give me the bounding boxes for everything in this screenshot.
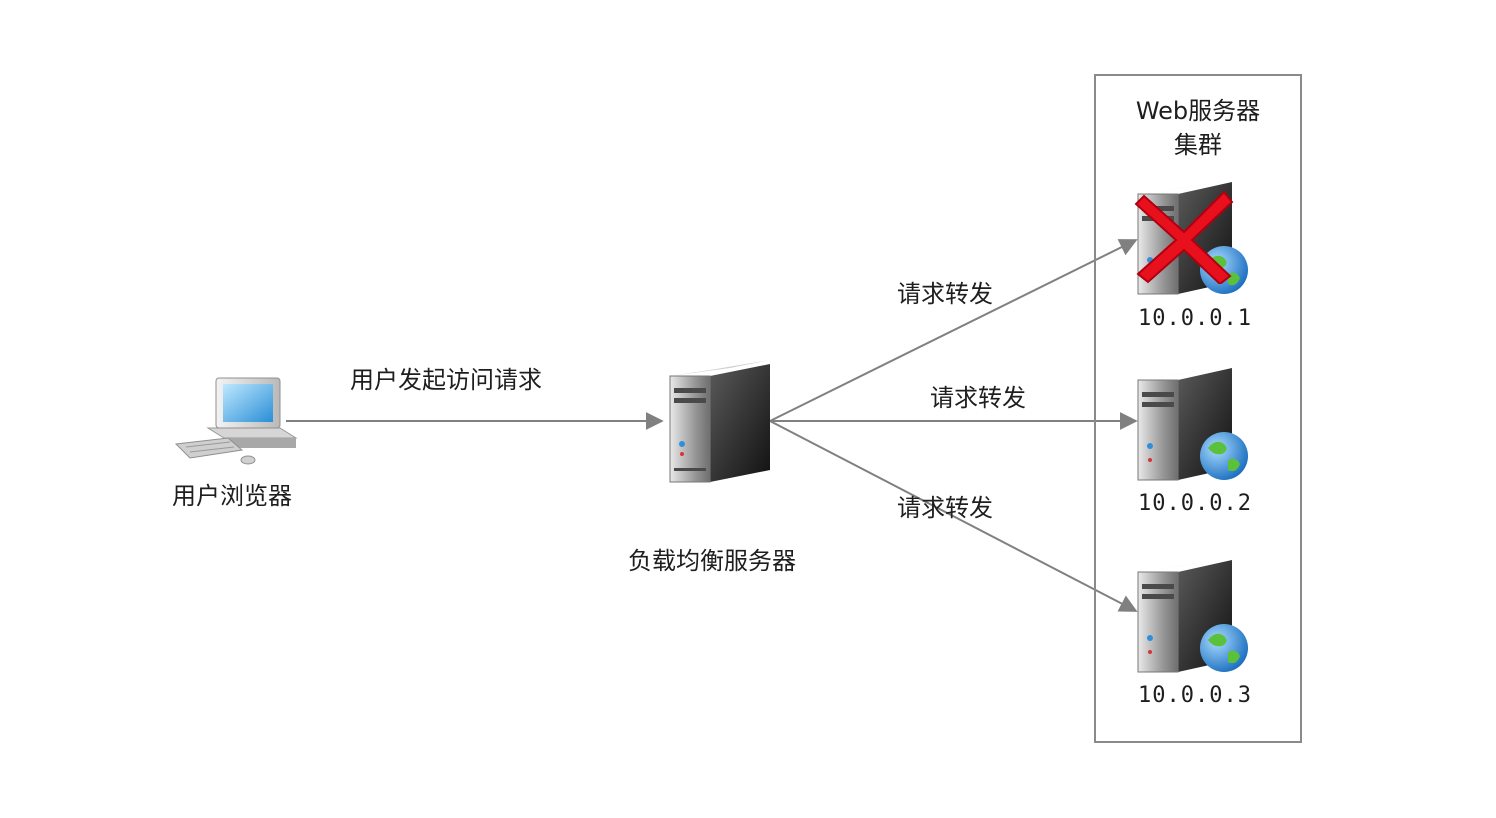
server-ip-2: 10.0.0.2 (1138, 491, 1252, 516)
server-ip-3: 10.0.0.3 (1138, 683, 1252, 708)
client-label: 用户浏览器 (172, 482, 292, 510)
forward-edge-label-2: 请求转发 (930, 384, 1026, 412)
web-server-icon (1137, 558, 1248, 673)
web-server-cluster-box (1094, 74, 1302, 743)
edge-lb-to-server-1 (769, 239, 1138, 422)
server-ip-1: 10.0.0.1 (1138, 306, 1252, 331)
cluster-title-line-2: 集群 (1174, 131, 1222, 159)
server-icon (669, 360, 770, 483)
red-x-icon (1134, 190, 1234, 284)
cluster-title-line-1: Web服务器 (1135, 97, 1261, 125)
desktop-computer-icon (174, 377, 298, 465)
forward-edge-label-1: 请求转发 (897, 280, 993, 308)
cluster-title: Web服务器 集群 (1094, 94, 1302, 162)
request-edge-label: 用户发起访问请求 (350, 366, 542, 394)
forward-edge-label-3: 请求转发 (897, 494, 993, 522)
edge-lb-to-server-3 (769, 420, 1138, 612)
web-server-icon (1137, 366, 1248, 481)
load-balancer-label: 负载均衡服务器 (628, 547, 796, 575)
